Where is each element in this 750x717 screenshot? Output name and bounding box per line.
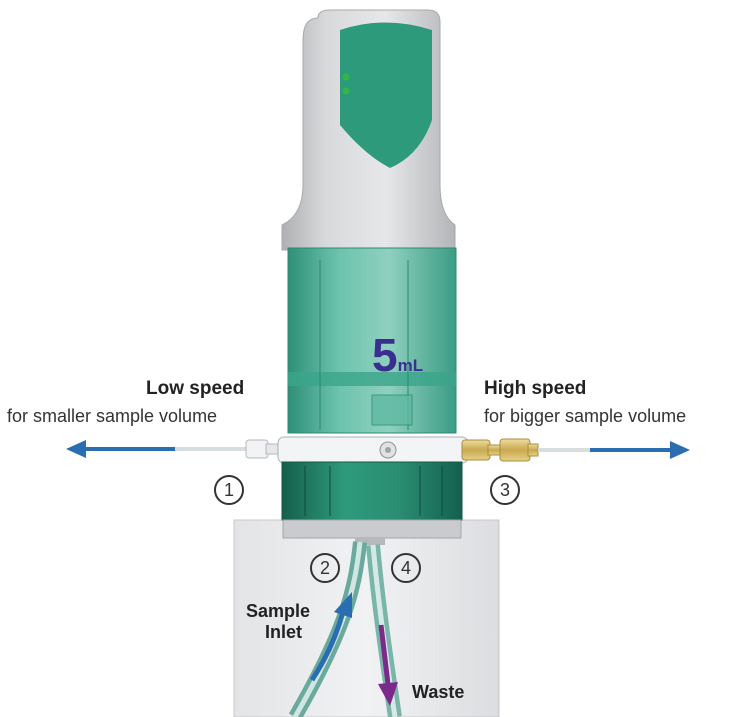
low-speed-arrow [66,440,175,458]
status-led-icon [342,73,350,81]
low-speed-title: Low speed [146,378,245,399]
base-box [233,519,500,717]
top-housing [281,9,456,251]
volume-value: 5 [372,329,398,381]
valve-collar [277,436,469,464]
waste-label: Waste [412,682,465,702]
port-1-marker: 1 [214,475,244,505]
waste-flow-arrow [378,624,398,706]
high-speed-subtitle: for bigger sample volume [484,406,687,426]
inlet-flow-arrow [309,592,352,682]
housing-green-panel [340,22,432,168]
port-4-marker: 4 [391,553,421,583]
sample-inlet-label-line2: Inlet [265,622,303,642]
high-speed-title: High speed [484,378,587,399]
valve-ring [281,461,463,521]
low-speed-subtitle: for smaller sample volume [7,406,218,426]
status-led-icon [342,87,350,95]
high-speed-arrow [590,441,690,459]
sample-inlet-label-line1: Sample [246,601,311,621]
port-3-marker: 3 [490,475,520,505]
base-flange [282,519,462,545]
volume-unit: mL [397,356,424,375]
volume-label: 5mL [372,328,423,382]
burette-cylinder [287,247,457,434]
port-2-marker: 2 [310,553,340,583]
